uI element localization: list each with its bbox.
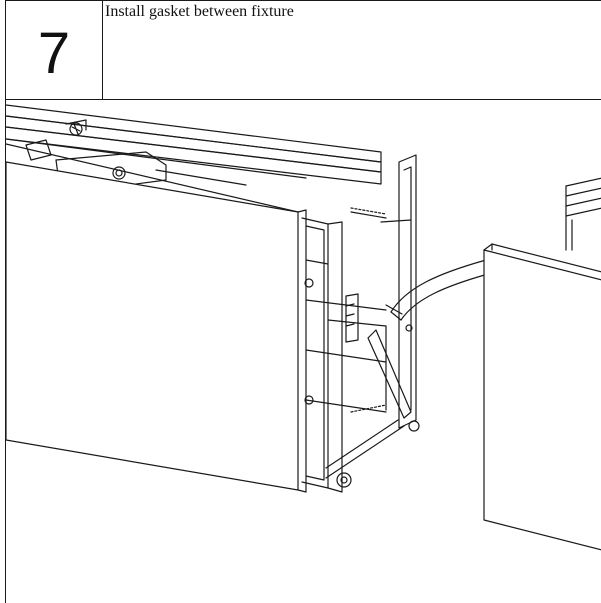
assembly-illustration — [6, 100, 601, 603]
step-number: 7 — [37, 21, 71, 86]
right-fixture — [483, 177, 601, 551]
end-cap-bracket — [301, 154, 420, 493]
step-header: 7 Install gasket between fixture — [6, 0, 601, 100]
step-number-box: 7 — [6, 1, 103, 100]
left-fixture — [6, 104, 382, 493]
gasket — [385, 259, 489, 321]
instruction-sheet: 7 Install gasket between fixture — [5, 0, 601, 603]
step-instruction: Install gasket between fixture — [105, 3, 294, 20]
